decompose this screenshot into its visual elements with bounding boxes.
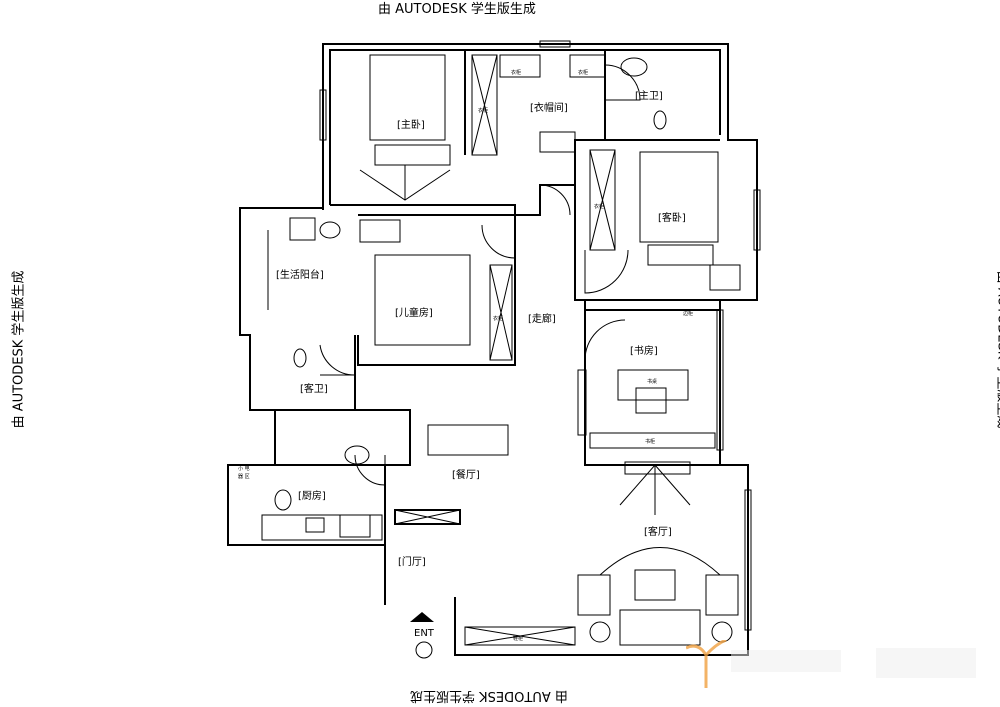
- room-dining: [餐厅]: [452, 468, 480, 481]
- entrance-arrow-icon: [410, 612, 434, 622]
- room-master-bath: [主卫]: [635, 90, 663, 102]
- room-cloakroom: [衣帽间]: [530, 101, 568, 114]
- room-guest-bath: [客卫]: [300, 382, 328, 395]
- toilet-icon: [653, 110, 667, 130]
- room-kitchen: [厨房]: [298, 489, 326, 502]
- wardrobe-label: 衣柜: [493, 315, 503, 322]
- washer-icon: [289, 217, 316, 241]
- entrance-label: ENT: [414, 628, 435, 639]
- room-living: [客厅]: [644, 525, 672, 538]
- wardrobe-label: 衣柜: [578, 69, 588, 76]
- room-corridor: [走廊]: [528, 312, 556, 325]
- room-balcony: [生活阳台]: [276, 268, 324, 281]
- bookcase-label: 书柜: [645, 438, 655, 445]
- logo-watermark: [686, 640, 976, 688]
- shoe-cabinet-label: 鞋柜: [513, 635, 523, 642]
- sofa: [619, 609, 701, 646]
- room-kids: [儿童房]: [395, 306, 433, 319]
- kids-bed: [374, 254, 471, 346]
- furniture: [261, 54, 741, 646]
- person-icon: [415, 641, 433, 659]
- wardrobe-label: 衣柜: [478, 107, 488, 114]
- armchair-right: [705, 574, 739, 616]
- master-bed: [369, 54, 446, 141]
- doors: [319, 64, 641, 486]
- sink-icon: [620, 57, 648, 77]
- desk: [617, 369, 689, 401]
- room-foyer: [门厅]: [398, 555, 426, 568]
- appliance-area-label: 小 电: [238, 465, 250, 472]
- guest-bed: [639, 151, 719, 243]
- windows: [319, 40, 761, 631]
- armchair-left: [577, 574, 611, 616]
- side-cabinet-label: 边柜: [683, 310, 693, 317]
- wardrobe-label: 衣柜: [594, 203, 604, 210]
- dining-table: [427, 424, 509, 456]
- watermark-top: 由 AUTODESK 学生版生成: [378, 2, 536, 17]
- room-master-bedroom: [主卧]: [397, 118, 425, 131]
- desk-label: 书桌: [647, 378, 657, 385]
- wardrobe-label: 衣柜: [511, 69, 521, 76]
- room-guest-bedroom: [客卧]: [658, 211, 686, 224]
- room-study: [书房]: [630, 344, 658, 357]
- appliance-area-label: 器 区: [238, 474, 250, 480]
